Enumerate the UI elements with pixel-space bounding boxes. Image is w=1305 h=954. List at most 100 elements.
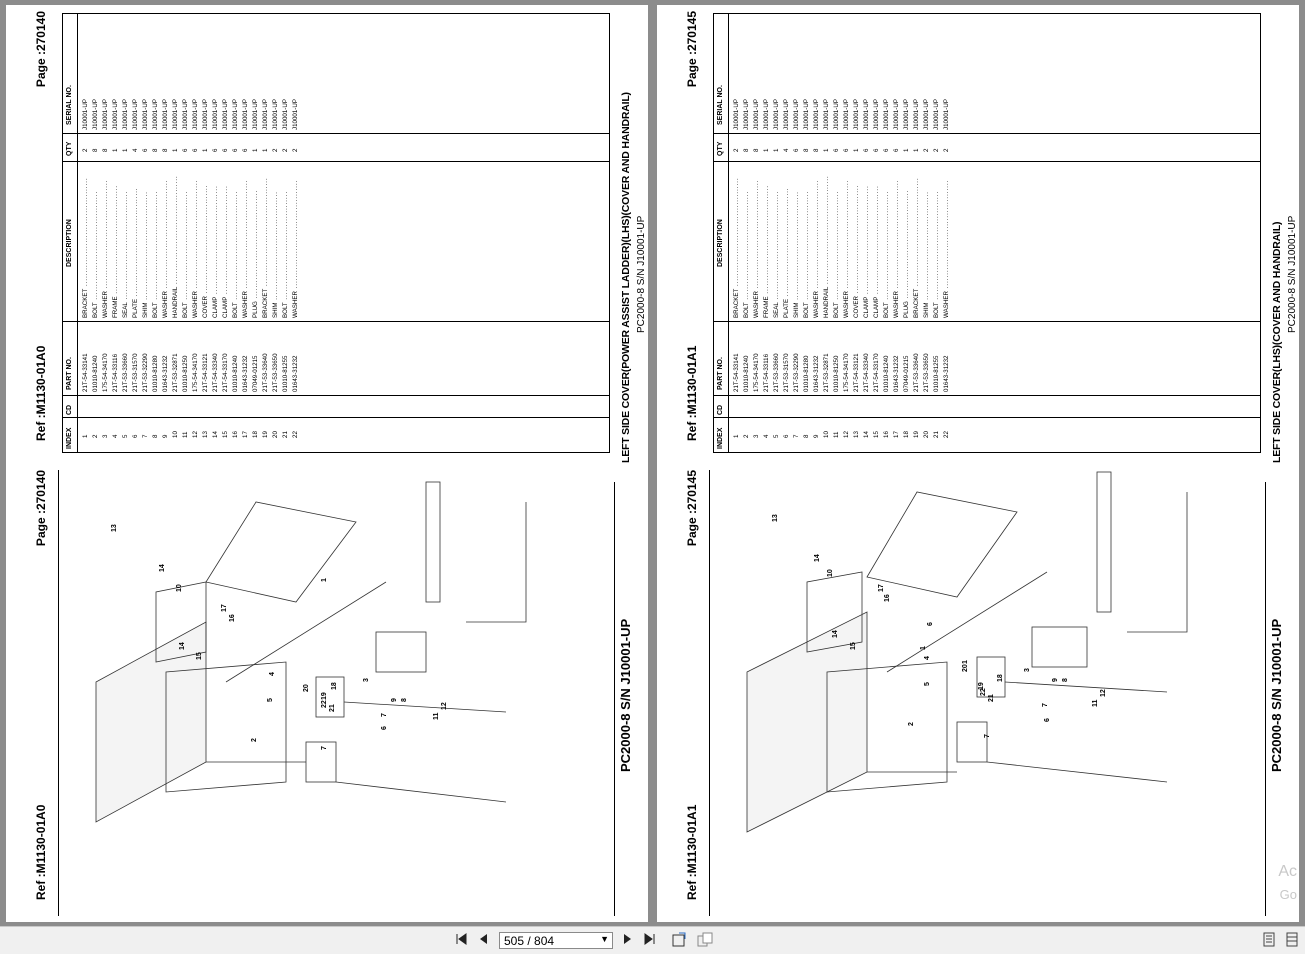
- cell-qty: 8: [102, 148, 109, 152]
- cell-index: 19: [913, 431, 920, 438]
- cell-part-no: 01643-31232: [162, 355, 169, 392]
- cell-index: 1: [733, 434, 740, 438]
- cell-serial-no: J10001-UP: [262, 99, 269, 130]
- cell-part-no: 01010-81240: [743, 355, 750, 392]
- cell-serial-no: J10001-UP: [92, 99, 99, 130]
- cell-part-no: 01010-81240: [232, 355, 239, 392]
- cell-serial-no: J10001-UP: [182, 99, 189, 130]
- cell-qty: 6: [232, 148, 239, 152]
- cell-serial-no: J10001-UP: [803, 99, 810, 130]
- cell-description: WASHER: [242, 180, 249, 318]
- cell-serial-no: J10001-UP: [923, 99, 930, 130]
- cell-serial-no: J10001-UP: [733, 99, 740, 130]
- callout-label: 6: [381, 726, 388, 730]
- cell-serial-no: J10001-UP: [192, 99, 199, 130]
- callout-label: 14: [832, 630, 839, 638]
- callout-label: 5: [924, 682, 931, 686]
- previous-page-button[interactable]: [477, 932, 491, 949]
- cell-index: 14: [212, 431, 219, 438]
- callout-label: 13: [111, 524, 118, 532]
- cell-description: PLATE: [783, 187, 790, 318]
- sheet-footer: PC2000-8 S/N J10001-UP: [1257, 464, 1297, 922]
- document-page-left: Ref :M1130-01A0 Page :270140: [6, 5, 648, 922]
- cell-description: SHIM: [272, 191, 279, 318]
- cell-serial-no: J10001-UP: [853, 99, 860, 130]
- cell-qty: 2: [272, 148, 279, 152]
- cell-part-no: 21T-53-33650: [272, 353, 279, 392]
- cell-description: SHIM: [142, 191, 149, 318]
- header-cd: CD: [66, 404, 73, 415]
- cell-description: WASHER: [813, 180, 820, 318]
- cell-part-no: 21T-53-33640: [262, 353, 269, 392]
- single-page-view-button[interactable]: [1262, 932, 1276, 951]
- diagram-sheet: Ref :M1130-01A1 Page :270145: [657, 464, 1299, 922]
- cell-index: 9: [813, 434, 820, 438]
- sheet-footer: PC2000-8 S/N J10001-UP: [606, 464, 646, 922]
- cell-serial-no: J10001-UP: [252, 99, 259, 130]
- cell-index: 19: [262, 431, 269, 438]
- callout-label: 10: [827, 569, 834, 577]
- cell-qty: 2: [933, 148, 940, 152]
- cell-part-no: 21T-54-33121: [853, 353, 860, 392]
- cell-description: FRAME: [763, 185, 770, 318]
- next-page-button[interactable]: [620, 932, 634, 949]
- page-selector[interactable]: 505 / 804 ▼: [499, 932, 613, 949]
- cell-index: 6: [132, 434, 139, 438]
- continuous-view-button[interactable]: [1285, 932, 1299, 951]
- cell-part-no: 21T-54-33121: [202, 353, 209, 392]
- cell-qty: 2: [923, 148, 930, 152]
- callout-label: 4: [269, 672, 276, 676]
- document-page-right: Ref :M1130-01A1 Page :270145: [657, 5, 1299, 922]
- cell-qty: 1: [903, 148, 910, 152]
- cell-qty: 8: [813, 148, 820, 152]
- cell-description: WASHER: [192, 180, 199, 318]
- cell-qty: 1: [252, 148, 259, 152]
- cell-serial-no: J10001-UP: [763, 99, 770, 130]
- cell-index: 5: [122, 434, 129, 438]
- two-page-view-button[interactable]: [697, 932, 713, 951]
- cell-part-no: 01010-81240: [92, 355, 99, 392]
- header-qty: QTY: [717, 141, 724, 156]
- cell-qty: 6: [883, 148, 890, 152]
- cell-part-no: 21T-54-33170: [222, 353, 229, 392]
- cell-serial-no: J10001-UP: [933, 99, 940, 130]
- cell-description: CLAMP: [863, 185, 870, 318]
- header-qty: QTY: [66, 141, 73, 156]
- callout-label: 16: [229, 614, 236, 622]
- last-page-button[interactable]: [643, 932, 657, 949]
- callout-label: 9: [1052, 678, 1059, 682]
- rotated-page-content: Ref :M1130-01A1 Page :270145: [657, 5, 1299, 922]
- callout-label: 12: [1100, 689, 1107, 697]
- cell-description: BOLT: [92, 191, 99, 318]
- cell-part-no: 21T-53-33660: [122, 353, 129, 392]
- first-page-button[interactable]: [454, 932, 468, 949]
- cell-description: WASHER: [943, 180, 950, 318]
- cell-description: BOLT: [883, 191, 890, 318]
- cell-part-no: 07049-01215: [252, 355, 259, 392]
- header-description: DESCRIPTION: [66, 219, 73, 267]
- fit-page-button[interactable]: [671, 932, 687, 951]
- cell-index: 7: [793, 434, 800, 438]
- cell-qty: 2: [282, 148, 289, 152]
- cell-serial-no: J10001-UP: [743, 99, 750, 130]
- cell-serial-no: J10001-UP: [783, 99, 790, 130]
- cell-serial-no: J10001-UP: [122, 99, 129, 130]
- callout-label: 1: [321, 578, 328, 582]
- cell-part-no: 175-54-34170: [843, 353, 850, 392]
- cell-index: 12: [843, 431, 850, 438]
- cell-part-no: 01643-31232: [242, 355, 249, 392]
